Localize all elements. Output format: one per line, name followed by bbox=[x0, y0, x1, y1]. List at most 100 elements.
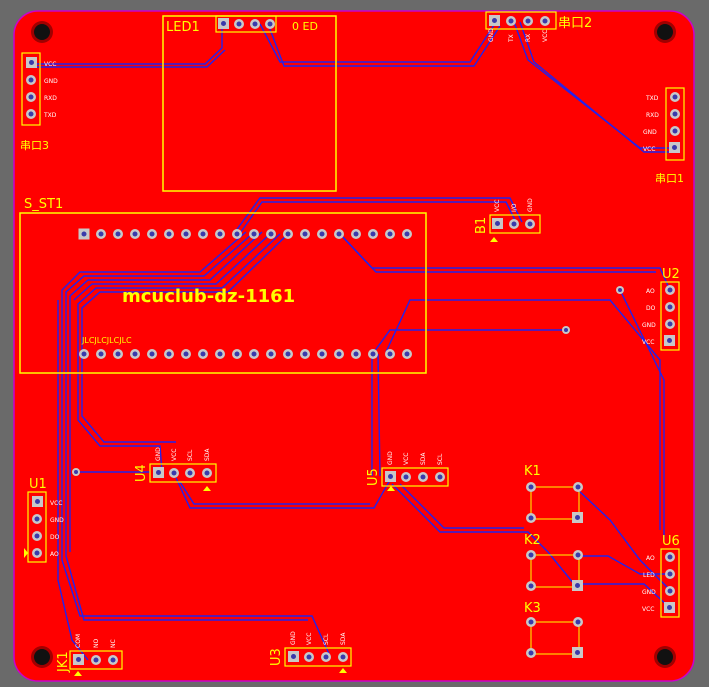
u6-label: U6 bbox=[662, 534, 680, 549]
led1-footprint: LED1 0 ED bbox=[162, 15, 337, 192]
s-st1-top-header bbox=[78, 228, 412, 240]
header-pad-hole bbox=[217, 351, 223, 357]
header-pad-hole bbox=[370, 231, 376, 237]
port1-label: 串口1 bbox=[655, 172, 684, 185]
k2-button: K2 bbox=[524, 533, 583, 591]
u5-pin-1: GND bbox=[387, 451, 394, 465]
u4-pin-4: SDA bbox=[204, 448, 211, 461]
jk1-label: JK1 bbox=[56, 651, 71, 673]
port2-pin-3: RX bbox=[525, 34, 532, 42]
port3-pin-2: GND bbox=[44, 78, 58, 85]
port2-pin-2: TX bbox=[508, 34, 515, 43]
b1-pin-1: VCC bbox=[494, 200, 501, 212]
jk1-header: JK1 COM NO NC bbox=[56, 634, 123, 676]
header-pad-hole bbox=[285, 351, 291, 357]
header-pad-hole bbox=[370, 351, 376, 357]
u5-pin-2: VCC bbox=[403, 453, 410, 465]
header-pad-hole bbox=[353, 351, 359, 357]
header-pad-hole bbox=[98, 351, 104, 357]
u4-header: U4 GND VCC SCL SDA bbox=[134, 447, 217, 491]
header-pad-hole bbox=[81, 231, 87, 237]
b1-label: B1 bbox=[474, 217, 489, 234]
s-st1-bottom-header bbox=[79, 349, 412, 359]
header-pad-hole bbox=[319, 231, 325, 237]
s-st1-module: S_ST1 mcuclub-dz-1161 JLCJLCJLCJLC bbox=[19, 197, 427, 374]
u2-pin-3: GND bbox=[642, 322, 656, 329]
jk1-pin-3: NC bbox=[110, 639, 117, 648]
header-pad-hole bbox=[149, 231, 155, 237]
u3-pin-3: SCL bbox=[323, 633, 330, 645]
jk1-pin-2: NO bbox=[93, 639, 100, 648]
header-pad-hole bbox=[115, 351, 121, 357]
header-pad-hole bbox=[166, 351, 172, 357]
header-pad-hole bbox=[234, 351, 240, 357]
s-st1-label: S_ST1 bbox=[24, 197, 63, 212]
header-pad-hole bbox=[336, 351, 342, 357]
port2-pin-4: VCC bbox=[542, 30, 549, 42]
header-pad-hole bbox=[183, 351, 189, 357]
k3-label: K3 bbox=[524, 601, 541, 616]
k1-button: K1 bbox=[524, 464, 583, 523]
header-pad-hole bbox=[387, 231, 393, 237]
u2-pin-4: VCC bbox=[642, 339, 654, 346]
u3-pin-1: GND bbox=[290, 631, 297, 645]
header-pad-hole bbox=[217, 231, 223, 237]
u6-pin-2: LED bbox=[643, 572, 655, 579]
u3-pin-2: VCC bbox=[306, 633, 313, 645]
u2-pin-2: DO bbox=[646, 305, 656, 312]
header-pad-hole bbox=[336, 231, 342, 237]
led1-extra-label: 0 ED bbox=[292, 20, 318, 33]
port3-pin-3: RXD bbox=[44, 95, 57, 102]
k2-label: K2 bbox=[524, 533, 541, 548]
header-pad-hole bbox=[268, 351, 274, 357]
header-pad-hole bbox=[115, 231, 121, 237]
header-pad-hole bbox=[132, 231, 138, 237]
u5-pin-4: SCL bbox=[437, 453, 444, 465]
jk1-pin-1: COM bbox=[75, 634, 82, 648]
header-pad-hole bbox=[302, 351, 308, 357]
port2-label: 串口2 bbox=[558, 16, 592, 31]
u5-label: U5 bbox=[366, 468, 381, 486]
header-pad-hole bbox=[81, 351, 87, 357]
pcb-copper-pour bbox=[13, 10, 695, 682]
u4-label: U4 bbox=[134, 464, 149, 482]
u3-pin-4: SDA bbox=[340, 632, 347, 645]
u3-header: U3 GND VCC SCL SDA bbox=[269, 631, 352, 673]
k1-label: K1 bbox=[524, 464, 541, 479]
port3-header: VCC GND RXD TXD 串口3 bbox=[20, 52, 58, 152]
port1-pin-2: RXD bbox=[646, 112, 659, 119]
k3-button: K3 bbox=[524, 601, 583, 658]
header-pad-hole bbox=[387, 351, 393, 357]
u1-label: U1 bbox=[29, 477, 47, 492]
header-pad-hole bbox=[200, 351, 206, 357]
header-pad-hole bbox=[200, 231, 206, 237]
u1-header: U1 VCC GND DO AO bbox=[24, 477, 64, 563]
u4-pin-3: SCL bbox=[187, 449, 194, 461]
header-pad-hole bbox=[319, 351, 325, 357]
port1-header: TXD RXD GND VCC 串口1 bbox=[643, 87, 685, 185]
header-pad-hole bbox=[251, 231, 257, 237]
u1-pin-4: AO bbox=[50, 551, 59, 558]
jlc-silkscreen-text: JLCJLCJLCJLC bbox=[81, 336, 132, 345]
port1-pin-3: GND bbox=[643, 129, 657, 136]
header-pad-hole bbox=[404, 231, 410, 237]
u5-header: U5 GND VCC SDA SCL bbox=[366, 451, 449, 491]
u1-pin-2: GND bbox=[50, 517, 64, 524]
header-pad-hole bbox=[353, 231, 359, 237]
port2-pin-1: GND bbox=[488, 28, 495, 42]
mounting-holes bbox=[31, 21, 676, 668]
u6-pin-1: AO bbox=[646, 555, 655, 562]
u1-pin-1: VCC bbox=[50, 500, 62, 507]
header-pad-hole bbox=[302, 231, 308, 237]
port2-header: 串口2 GND TX RX VCC bbox=[485, 11, 592, 43]
header-pad-hole bbox=[132, 351, 138, 357]
b1-pin-3: GND bbox=[527, 198, 534, 212]
port1-pin-1: TXD bbox=[645, 95, 659, 102]
header-pad-hole bbox=[285, 231, 291, 237]
u4-pin-1: GND bbox=[155, 447, 162, 461]
u6-pin-3: GND bbox=[642, 589, 656, 596]
u4-pin-2: VCC bbox=[171, 449, 178, 461]
port3-pin-1: VCC bbox=[44, 61, 56, 68]
header-pad-hole bbox=[268, 231, 274, 237]
